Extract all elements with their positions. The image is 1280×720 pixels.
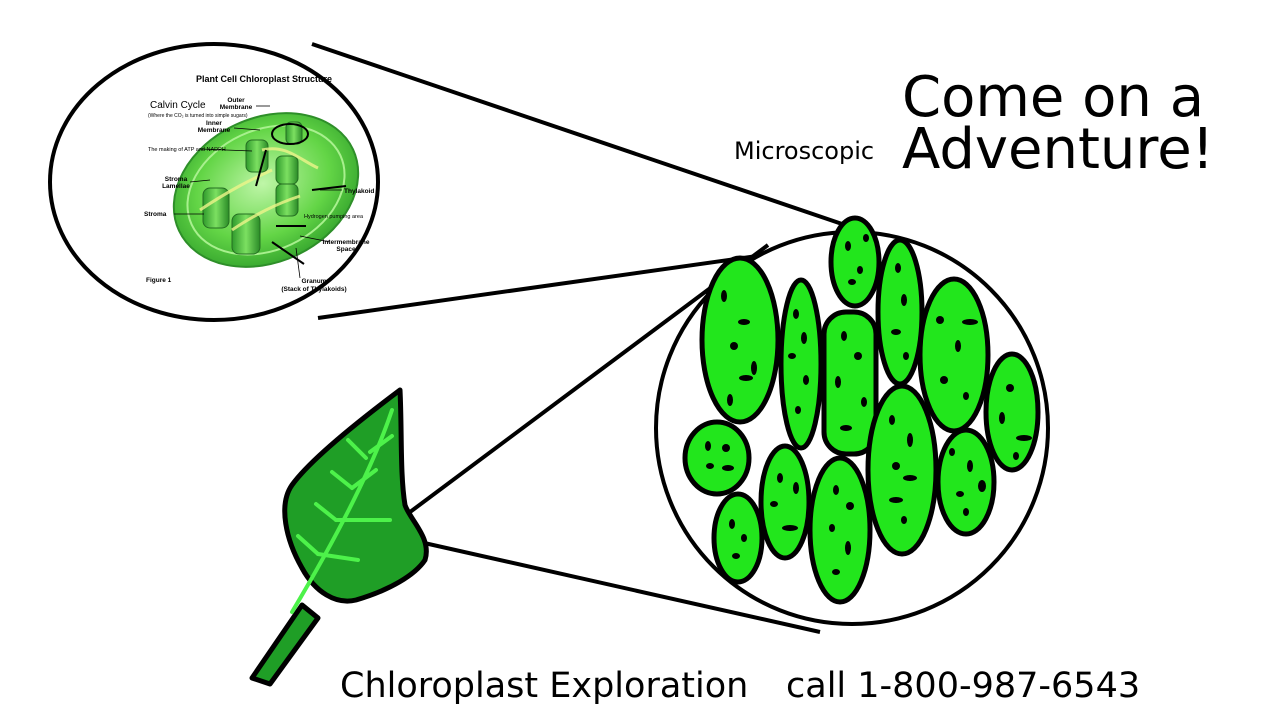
calvin-cycle-arrows <box>255 123 347 265</box>
cell-magnification <box>654 215 1050 626</box>
granum-label-2: (Stack of Thylakoids) <box>281 286 346 293</box>
diagram-leader-lines <box>174 105 342 279</box>
calvin-note-label: (Where the CO₂ is turned into simple sug… <box>148 113 248 119</box>
outer-membrane-label-1: Outer <box>227 97 245 104</box>
headline-prefix: Microscopic <box>734 137 875 165</box>
calvin-cycle-label: Calvin Cycle <box>150 100 206 111</box>
stroma-lamellae <box>199 147 319 232</box>
diagram-labels: Calvin Cycle (Where the CO₂ is turned in… <box>144 97 374 293</box>
stroma-lamellae-label-2: Lamellae <box>162 183 190 190</box>
stroma-label: Stroma <box>144 211 167 218</box>
figure-label: Figure 1 <box>146 277 172 284</box>
diagram-title: Plant Cell Chloroplast Structure <box>196 74 332 84</box>
intermembrane-label-2: Space <box>336 246 356 253</box>
stroma-lamellae-label-1: Stroma <box>165 176 188 183</box>
footer-phone: call 1-800-987-6543 <box>786 666 1141 706</box>
inner-membrane-label-1: Inner <box>206 120 222 127</box>
footer-title: Chloroplast Exploration <box>340 666 749 706</box>
headline-line-2: Adventure! <box>902 117 1215 182</box>
atp-label: The making of ATP and NADPH <box>148 147 226 153</box>
leaf-illustration <box>249 387 429 687</box>
chloroplast-dots <box>705 234 1032 575</box>
leaf-veins <box>290 408 394 614</box>
inner-membrane-label-2: Membrane <box>198 127 231 134</box>
thylakoid-label: Thylakoid <box>344 188 374 195</box>
zoom-lines <box>311 42 849 634</box>
hydrogen-label: Hydrogen pumping area <box>304 214 364 220</box>
headline-line-1: Come on a <box>902 65 1205 130</box>
intermembrane-label-1: Intermembrane <box>323 239 370 246</box>
outer-membrane-label-2: Membrane <box>220 104 253 111</box>
granum-label-1: Granum <box>302 278 327 285</box>
chloroplast-diagram: Plant Cell Chloroplast Structure Calv <box>48 42 380 322</box>
